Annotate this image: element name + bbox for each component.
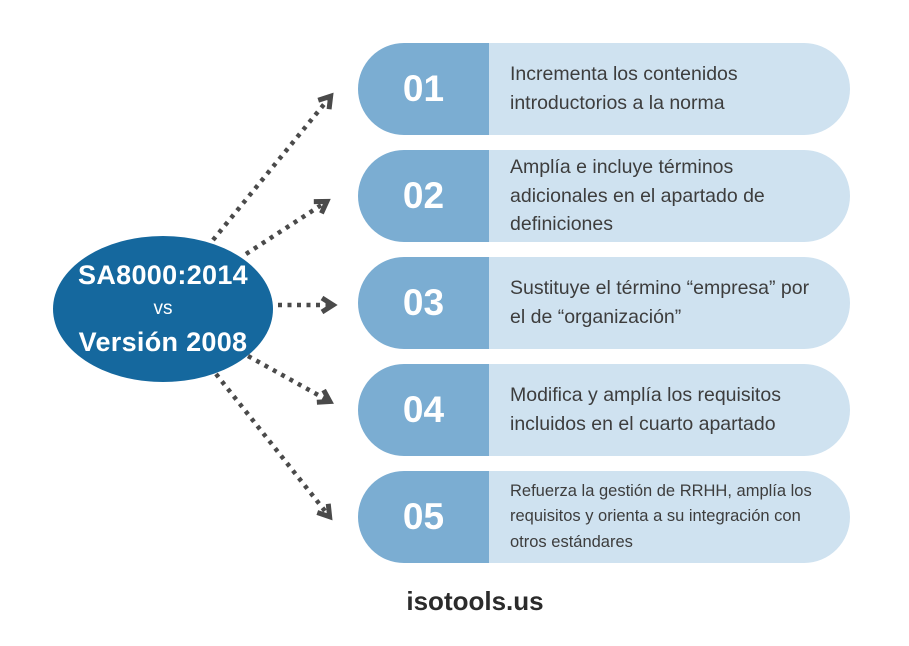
dotted-arrow-4-icon	[246, 354, 334, 405]
title-line-1: SA8000:2014	[78, 260, 248, 290]
step-number-badge: 04	[358, 364, 489, 456]
step-text: Sustituye el término “empresa” por el de…	[489, 257, 850, 349]
title-line-3: Versión 2008	[78, 327, 248, 357]
step-row-2: 02 Amplía e incluye términos adicionales…	[358, 150, 850, 242]
step-number-badge: 02	[358, 150, 489, 242]
step-number-badge: 03	[358, 257, 489, 349]
step-number-badge: 01	[358, 43, 489, 135]
step-number-badge: 05	[358, 471, 489, 563]
dotted-arrow-5-icon	[214, 372, 333, 521]
brand-text: isotools.us	[406, 586, 544, 616]
step-row-1: 01 Incrementa los contenidos introductor…	[358, 43, 850, 135]
step-text: Incrementa los contenidos introductorios…	[489, 43, 850, 135]
dotted-arrow-1-icon	[211, 92, 334, 242]
step-text: Modifica y amplía los requisitos incluid…	[489, 364, 850, 456]
steps-list: 01 Incrementa los contenidos introductor…	[358, 43, 850, 563]
step-row-4: 04 Modifica y amplía los requisitos incl…	[358, 364, 850, 456]
step-text: Refuerza la gestión de RRHH, amplía los …	[489, 471, 850, 563]
dotted-arrow-2-icon	[244, 198, 331, 256]
title-line-2: vs	[153, 298, 173, 319]
title-oval: SA8000:2014 vs Versión 2008	[53, 236, 273, 382]
step-row-3: 03 Sustituye el término “empresa” por el…	[358, 257, 850, 349]
step-row-5: 05 Refuerza la gestión de RRHH, amplía l…	[358, 471, 850, 563]
step-text: Amplía e incluye términos adicionales en…	[489, 150, 850, 242]
